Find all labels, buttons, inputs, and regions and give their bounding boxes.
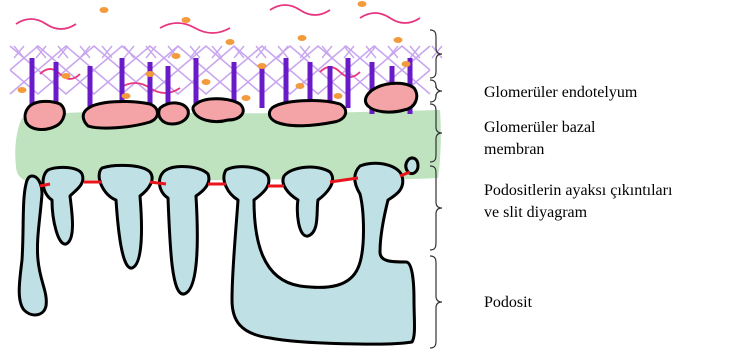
protein-dot [242,95,251,101]
endothelial-post [30,58,35,108]
endothelial-post [346,58,351,108]
curly-bracket [430,256,442,348]
label-foot-processes-line1: Podositlerin ayaksı çıkıntıları [484,181,672,201]
protein-dot [226,39,235,45]
endothelial-post [260,66,265,108]
glycocalyx-branch [322,46,332,58]
podocyte-foot-process [99,165,152,268]
label-glomerular-endothelium: Glomerüler endotelyum [484,83,637,103]
protein-dot [172,53,181,59]
glycocalyx-branch [124,46,134,58]
endothelial-cell [193,99,243,122]
endothelial-cell [159,103,189,124]
glycocalyx-branch [278,46,288,58]
protein-dot [18,87,27,93]
glycocalyx-branch [234,46,244,58]
podocyte-left-process [19,176,46,315]
glycocalyx-branch [80,46,90,58]
glycocalyx-branch [388,46,398,58]
protein-wave [360,13,420,23]
label-basement-membrane-line2: membran [484,140,544,160]
protein-dot [402,61,411,67]
podocyte-small-tip [406,158,418,174]
endothelial-cell [269,101,345,126]
protein-dot [182,17,191,23]
protein-dot [298,35,307,41]
protein-dot [258,63,267,69]
layer-brackets [430,30,442,348]
label-foot-processes-line2: ve slit diyagram [484,203,587,223]
podocyte-foot-process [159,167,208,295]
endothelial-post [88,66,93,108]
label-basement-membrane-line1: Glomerüler bazal [484,118,596,138]
label-podocyte: Podosit [484,293,532,313]
slit-diaphragm [150,182,166,184]
glycocalyx-strand [10,82,430,94]
protein-dot [394,37,403,43]
podocyte-foot-process [283,167,333,236]
endothelial-post [148,62,153,108]
protein-dot [334,93,343,99]
glycocalyx-strand [10,58,430,70]
protein-dot [100,7,109,13]
glycocalyx-branch [14,46,24,58]
protein-wave [16,19,76,29]
podocyte [19,158,418,344]
protein-wave [160,23,230,33]
protein-dot [202,79,211,85]
podocyte-foot-process [43,167,83,244]
endothelial-cell [25,101,64,129]
curly-bracket [430,80,442,102]
curly-bracket [430,166,442,250]
protein-dot [62,73,71,79]
endothelial-post [194,58,199,108]
protein-dot [122,93,131,99]
glycocalyx-strand [10,70,430,82]
protein-wave [270,5,330,15]
slit-diaphragm [40,184,50,186]
endothelial-cell [83,102,157,129]
protein-dot [296,83,305,89]
protein-dot [358,1,367,7]
protein-dot [146,71,155,77]
